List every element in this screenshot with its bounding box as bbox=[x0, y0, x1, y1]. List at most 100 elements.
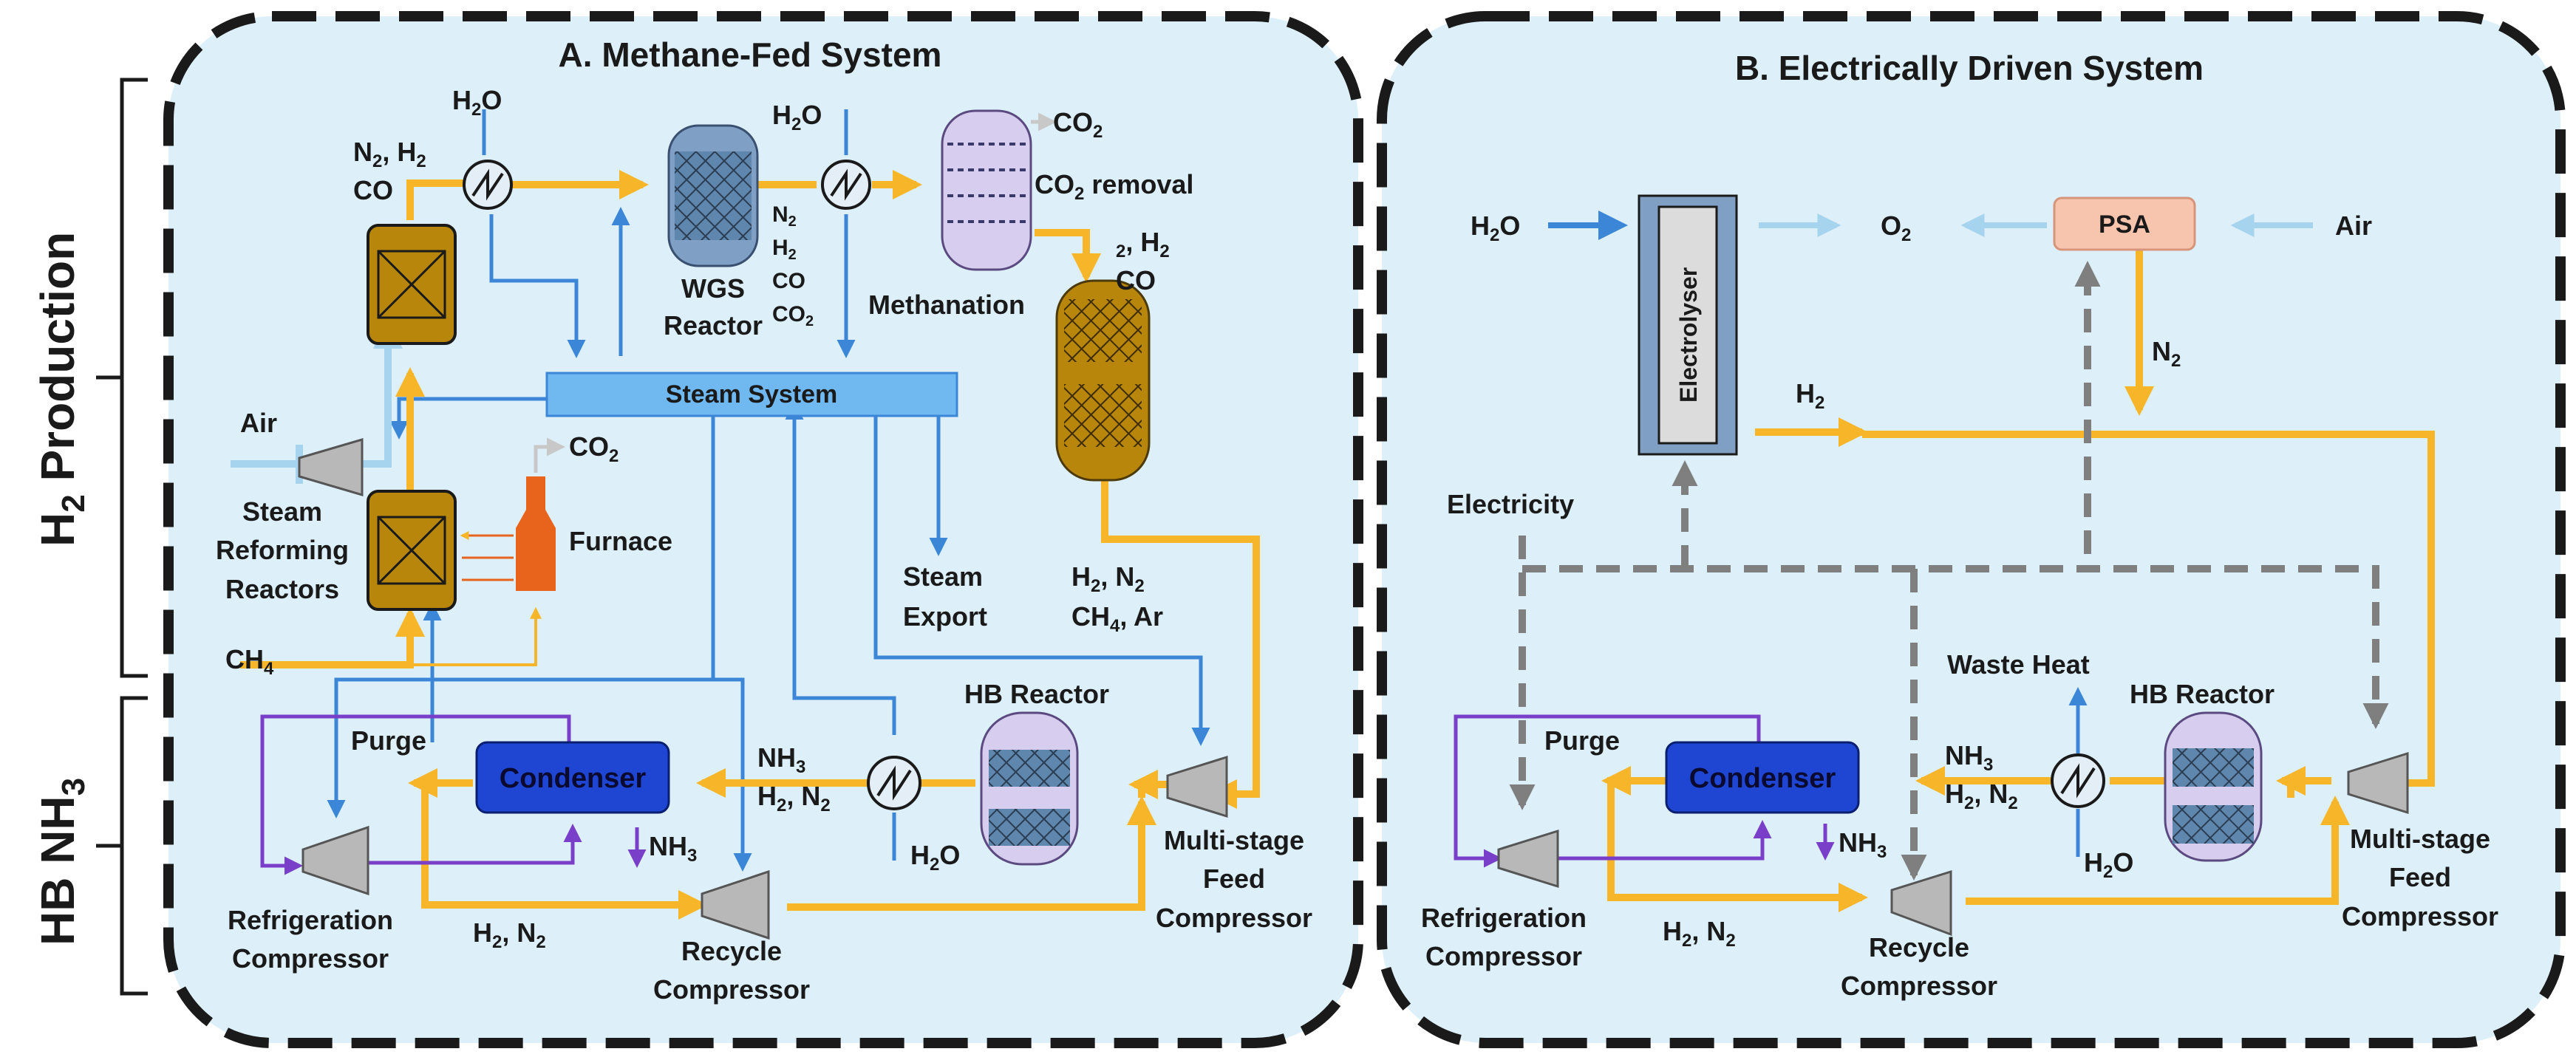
a-n2h2-1: N2, H2 bbox=[353, 137, 426, 171]
b-electricity: Electricity bbox=[1447, 489, 1574, 519]
b-h2o-in: H2O bbox=[1471, 211, 1520, 245]
side-label-h2-production: H2 Production bbox=[31, 232, 92, 547]
b-recycle-1: Recycle bbox=[1869, 932, 1969, 962]
b-nh3-label: NH3 bbox=[1945, 740, 1993, 775]
electrolyser bbox=[1638, 194, 1738, 456]
panel-b: Electrolyser bbox=[1421, 194, 2498, 1001]
a-h2n2-mix: H2, N2 bbox=[1071, 561, 1145, 596]
a-steam-ref-1: Steam bbox=[242, 496, 322, 527]
b-refrig-1: Refrigeration bbox=[1421, 903, 1587, 933]
a-multistage-1: Multi-stage bbox=[1164, 825, 1304, 855]
condenser-b-label: Condenser bbox=[1689, 763, 1836, 794]
panel-a-title: A. Methane-Fed System bbox=[559, 35, 942, 74]
steam-reformer-bottom bbox=[367, 490, 457, 611]
side-label-hb-nh3: HB NH3 bbox=[31, 778, 92, 946]
side-bracket-hb-nh3 bbox=[96, 696, 148, 996]
multistage-compressor-a bbox=[1166, 755, 1228, 818]
b-hb-reactor: HB Reactor bbox=[2130, 679, 2275, 709]
a-wgs-2: Reactor bbox=[664, 310, 763, 341]
methanation-reactor bbox=[1055, 279, 1151, 482]
b-purge: Purge bbox=[1544, 725, 1620, 756]
panel-b-frame bbox=[1377, 11, 2566, 1048]
a-steam-ref-2: Reforming bbox=[216, 535, 349, 565]
a-steam-ref-3: Reactors bbox=[225, 574, 339, 604]
multistage-compressor-b bbox=[2347, 751, 2409, 815]
condenser-a bbox=[475, 741, 670, 814]
a-multistage-2: Feed bbox=[1203, 864, 1265, 894]
condenser-b bbox=[1665, 741, 1860, 814]
refrigeration-compressor-a bbox=[301, 825, 369, 896]
condenser-a-label: Condenser bbox=[500, 763, 647, 794]
air-compressor bbox=[298, 437, 364, 497]
a-recycle-1: Recycle bbox=[681, 936, 782, 966]
svg-text:CO: CO bbox=[772, 269, 805, 293]
panel-a: Steam System Condenser H2O H2O N2, H2 CO… bbox=[216, 85, 1312, 1005]
psa-box bbox=[2053, 196, 2196, 251]
b-refrig-2: Compressor bbox=[1425, 941, 1582, 971]
a-h2o-top2: H2O bbox=[772, 100, 822, 134]
a-h2n2-bottom: H2, N2 bbox=[473, 917, 546, 952]
a-furnace: Furnace bbox=[569, 526, 672, 556]
a-refrig-1: Refrigeration bbox=[228, 905, 393, 935]
hb-reactor-b bbox=[2164, 711, 2263, 862]
a-co2-furnace: CO2 bbox=[569, 431, 619, 466]
co2-removal-column bbox=[941, 109, 1032, 271]
a-wgs-1: WGS bbox=[681, 273, 745, 304]
a-h2o-bottom: H2O bbox=[910, 840, 960, 875]
b-h2n2-loop: H2, N2 bbox=[1945, 779, 2018, 813]
svg-text:CO2: CO2 bbox=[772, 302, 814, 329]
a-nh3-out: NH3 bbox=[649, 831, 697, 866]
a-recycle-2: Compressor bbox=[653, 974, 810, 1005]
a-co-2: CO bbox=[1116, 265, 1156, 295]
a-ch4ar: CH4, Ar bbox=[1071, 601, 1163, 636]
heat-exchanger-3 bbox=[867, 756, 921, 810]
b-air: Air bbox=[2335, 211, 2372, 241]
a-n2h2-2: 2, H2 bbox=[1116, 227, 1170, 261]
wgs-reactor bbox=[667, 124, 759, 267]
heat-exchanger-2 bbox=[821, 160, 871, 210]
b-psa-label: PSA bbox=[2099, 211, 2150, 239]
a-co2-removal: CO2 removal bbox=[1035, 169, 1193, 204]
refrigeration-compressor-b bbox=[1497, 829, 1559, 889]
b-electrolyser-label: Electrolyser bbox=[1675, 267, 1702, 403]
a-steam-export-1: Steam bbox=[903, 561, 983, 592]
a-co-1: CO bbox=[353, 175, 393, 205]
b-multistage-2: Feed bbox=[2389, 862, 2451, 892]
steam-reformer-top bbox=[367, 224, 457, 345]
b-n2: N2 bbox=[2152, 336, 2181, 371]
heat-exchanger-b bbox=[2051, 753, 2105, 808]
b-h2o-bottom: H2O bbox=[2084, 847, 2133, 882]
a-nh3-label: NH3 bbox=[757, 742, 805, 777]
steam-system-box bbox=[545, 372, 958, 417]
b-waste-heat: Waste Heat bbox=[1947, 649, 2090, 680]
a-ch4: CH4 bbox=[225, 644, 274, 679]
furnace bbox=[460, 476, 556, 591]
a-methanation: Methanation bbox=[868, 290, 1025, 320]
a-refrig-2: Compressor bbox=[232, 943, 389, 974]
a-steam-export-2: Export bbox=[903, 601, 987, 632]
b-recycle-2: Compressor bbox=[1841, 971, 1997, 1001]
b-o2: O2 bbox=[1881, 211, 1911, 245]
steam-system-label: Steam System bbox=[666, 380, 837, 408]
b-multistage-1: Multi-stage bbox=[2350, 824, 2490, 854]
a-air: Air bbox=[240, 408, 277, 438]
a-multistage-3: Compressor bbox=[1156, 903, 1312, 933]
heat-exchanger-1 bbox=[463, 160, 513, 210]
a-co2-top: CO2 bbox=[1053, 107, 1103, 142]
a-h2n2-loop: H2, N2 bbox=[757, 781, 831, 815]
a-h2o-top1: H2O bbox=[452, 85, 502, 120]
side-bracket-h2-production bbox=[96, 78, 148, 678]
recycle-compressor-b bbox=[1890, 869, 1952, 937]
svg-text:H2: H2 bbox=[772, 236, 797, 263]
svg-text:N2: N2 bbox=[772, 202, 797, 230]
b-h2: H2 bbox=[1796, 378, 1824, 413]
a-hb-reactor: HB Reactor bbox=[964, 679, 1109, 709]
a-purge: Purge bbox=[351, 725, 426, 756]
b-multistage-3: Compressor bbox=[2342, 901, 2498, 931]
panel-b-title: B. Electrically Driven System bbox=[1735, 49, 2204, 87]
a-wgs-stack: N2 H2 CO CO2 bbox=[772, 202, 814, 329]
recycle-compressor-a bbox=[701, 869, 770, 940]
hb-reactor-a bbox=[980, 711, 1079, 866]
b-nh3-out: NH3 bbox=[1839, 827, 1887, 862]
